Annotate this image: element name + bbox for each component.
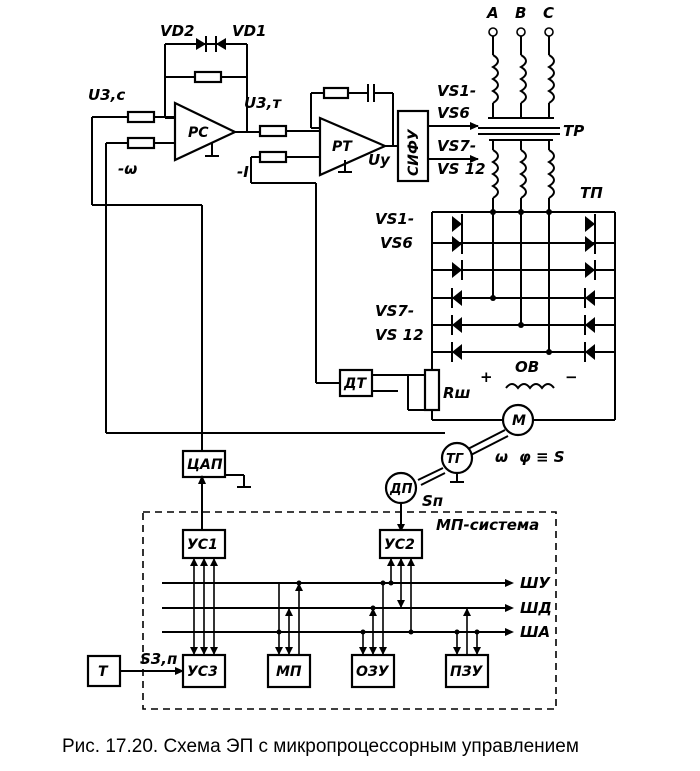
mp-system-boundary xyxy=(142,511,557,710)
us1-block xyxy=(181,528,227,560)
label-ov: ОВ xyxy=(515,358,539,376)
label-vs12: VS 12 xyxy=(375,326,424,344)
label-vs7: VS7- xyxy=(375,302,414,320)
timer-block xyxy=(86,654,122,688)
block-label-us2: УС2 xyxy=(384,537,415,553)
label-minus-omega: -ω xyxy=(118,160,137,178)
block-label-sifu: СИФУ xyxy=(406,128,422,176)
label-vs6: VS6 xyxy=(380,234,413,252)
label-vd2: VD2 xyxy=(160,22,195,40)
speed-regulator xyxy=(126,36,248,162)
label-phase-c: C xyxy=(543,4,554,22)
label-plus: + xyxy=(480,368,493,386)
field-winding-ov xyxy=(505,383,555,390)
label-uy: Uу xyxy=(368,151,391,169)
label-bus-shd: ШД xyxy=(520,599,552,617)
label-vs12-top: VS 12 xyxy=(437,160,486,178)
block-label-mp: МП xyxy=(276,664,302,680)
label-vs6-top: VS6 xyxy=(437,104,470,122)
label-omega: ω xyxy=(495,448,508,466)
label-sp: Sп xyxy=(422,492,443,510)
label-tr: ТР xyxy=(563,122,584,140)
block-label-pc: PC xyxy=(188,125,209,141)
block-label-tg: ТГ xyxy=(446,452,464,467)
label-rsh: Rш xyxy=(443,384,471,402)
block-label-us3: УС3 xyxy=(187,664,218,680)
ram-block xyxy=(350,653,396,689)
label-bus-sha: ША xyxy=(520,623,550,641)
mp-block xyxy=(266,653,312,689)
motor xyxy=(501,403,535,437)
label-u-zt: U3,т xyxy=(244,94,282,112)
label-minus: − xyxy=(565,368,578,386)
label-s3p: S3,п xyxy=(140,650,177,668)
label-vs1-top: VS1- xyxy=(437,82,476,100)
current-regulator xyxy=(258,84,394,177)
label-vs7-top: VS7- xyxy=(437,137,476,155)
label-vs1: VS1- xyxy=(375,210,414,228)
block-label-motor: M xyxy=(512,413,526,429)
label-phase-a: A xyxy=(486,4,499,22)
label-u-zc: U3,с xyxy=(88,86,125,104)
label-tp: ТП xyxy=(580,184,603,202)
thyristor-converter xyxy=(431,209,616,420)
block-label-t: Т xyxy=(98,664,109,680)
block-label-pzu: ПЗУ xyxy=(450,664,484,680)
shunt-resistor xyxy=(423,368,441,412)
block-label-dt: ДТ xyxy=(343,376,367,392)
block-label-cap: ЦАП xyxy=(187,457,223,473)
sifu-block xyxy=(396,109,430,183)
figure-caption: Рис. 17.20. Схема ЭП с микропроцессорным… xyxy=(62,736,579,757)
label-minus-i: -I xyxy=(237,163,249,181)
us3-block xyxy=(181,653,227,689)
label-mp-system: МП-система xyxy=(436,516,539,534)
block-label-pt: PT xyxy=(332,139,353,155)
block-label-ozu: ОЗУ xyxy=(356,664,390,680)
label-bus-shu: ШУ xyxy=(520,574,552,592)
label-phi: φ ≡ S xyxy=(519,448,565,466)
label-vd1: VD1 xyxy=(232,22,267,40)
block-label-dp: ДП xyxy=(389,482,413,497)
transformer-tr xyxy=(478,27,560,352)
block-label-us1: УС1 xyxy=(187,537,218,553)
dac-block xyxy=(181,449,227,479)
label-phase-b: B xyxy=(515,4,526,22)
